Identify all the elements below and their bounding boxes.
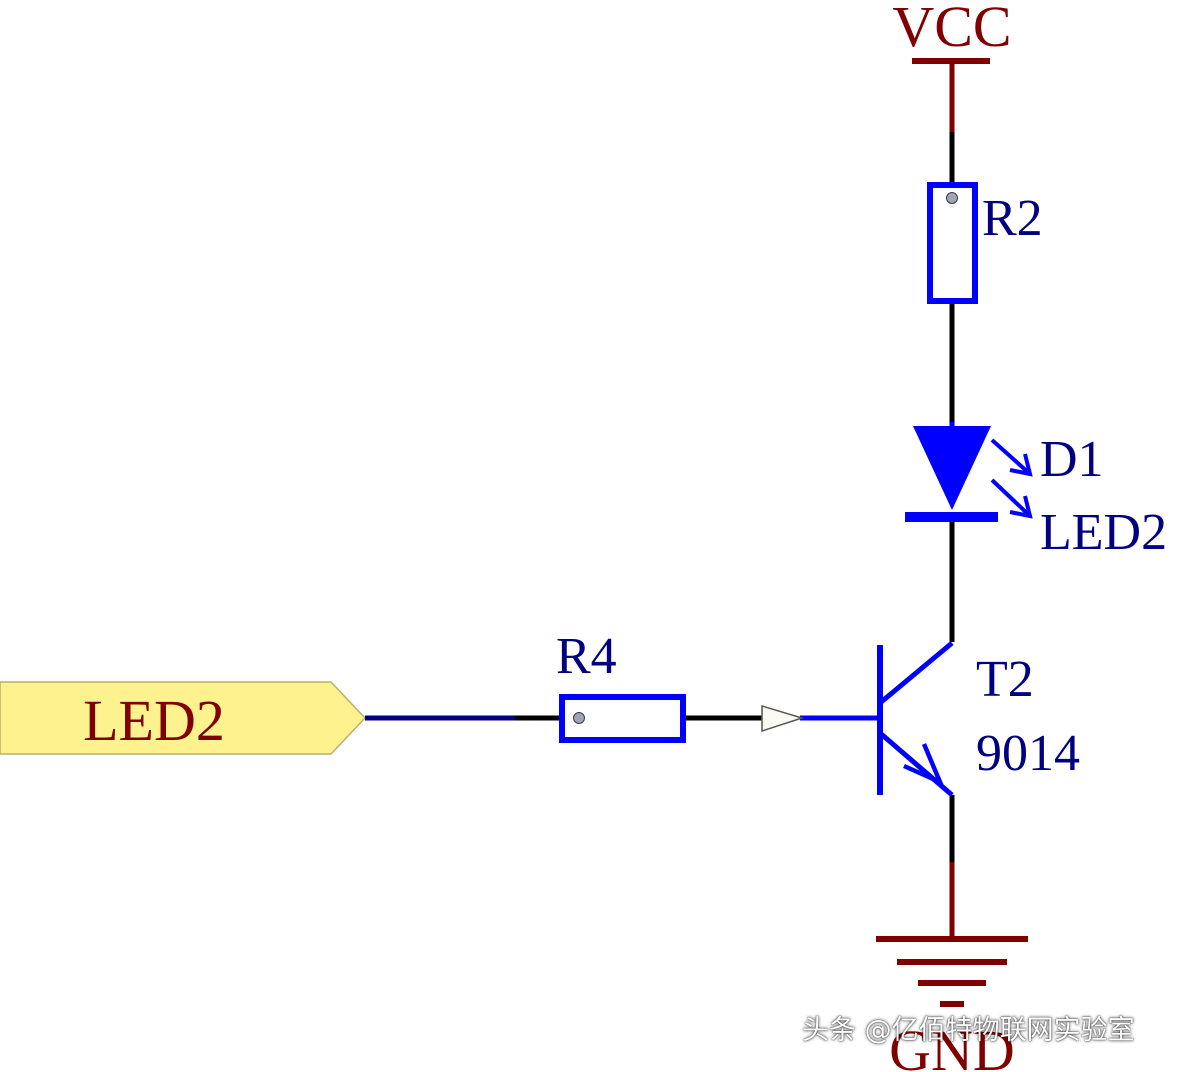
transistor-t2: T2 9014 bbox=[761, 641, 1080, 797]
r2-pin1-dot bbox=[946, 192, 958, 204]
gnd-label: GND bbox=[889, 1018, 1015, 1072]
net-port-led2: LED2 bbox=[0, 681, 515, 755]
r4-designator: R4 bbox=[556, 628, 617, 685]
t2-collector bbox=[878, 641, 954, 705]
watermark: 头条 @亿佰特物联网实验室 bbox=[802, 1015, 1135, 1046]
resistor-r4: R4 bbox=[556, 628, 686, 743]
port-label: LED2 bbox=[83, 688, 225, 753]
t2-emitter-arrow bbox=[903, 743, 945, 787]
r2-body bbox=[927, 182, 978, 304]
t2-base-pin-marker bbox=[761, 704, 805, 733]
led-emission-arrows bbox=[990, 438, 1033, 519]
t2-comment: 9014 bbox=[976, 725, 1080, 782]
emission-arrow-2-shaft bbox=[990, 478, 1032, 518]
t2-emitter bbox=[878, 731, 954, 797]
vcc-label: VCC bbox=[892, 0, 1011, 59]
r2-designator: R2 bbox=[982, 190, 1043, 247]
led-triangle bbox=[913, 426, 991, 510]
emission-arrow-1-shaft bbox=[990, 438, 1032, 476]
t2-designator: T2 bbox=[976, 651, 1034, 708]
emission-arrow-2-head bbox=[1009, 495, 1033, 519]
emission-arrow-1-head bbox=[1009, 453, 1033, 477]
vcc-power-port: VCC bbox=[892, 0, 1012, 132]
led-d1: D1 LED2 bbox=[905, 422, 1167, 561]
gnd-power-port: GND bbox=[876, 862, 1028, 1072]
port-shape bbox=[0, 681, 367, 755]
d1-comment: LED2 bbox=[1040, 504, 1167, 561]
r4-body bbox=[559, 694, 686, 743]
wires bbox=[365, 132, 955, 862]
r4-pin1-dot bbox=[573, 712, 585, 724]
resistor-r2: R2 bbox=[927, 182, 1043, 304]
d1-designator: D1 bbox=[1040, 431, 1104, 488]
